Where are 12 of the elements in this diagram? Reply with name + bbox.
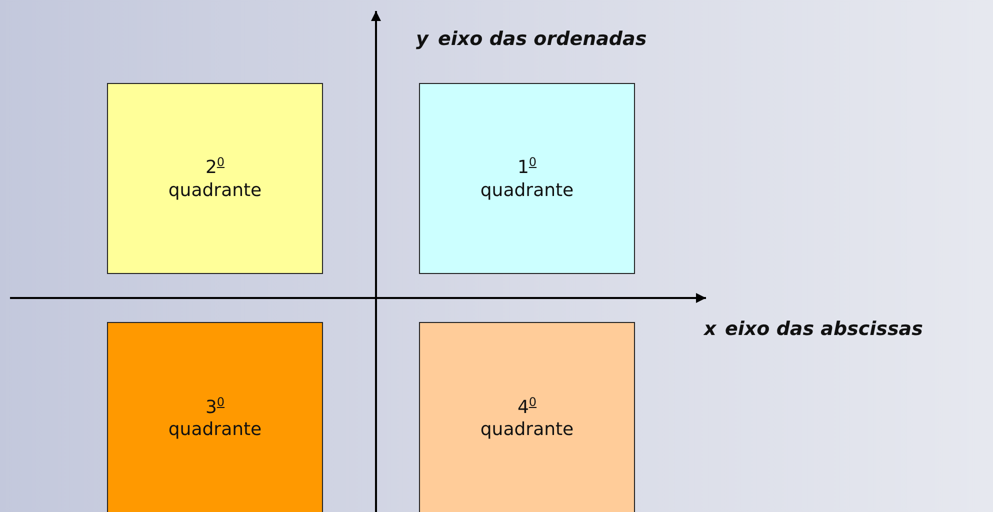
axis-letter: y	[416, 28, 428, 50]
quadrant-box	[419, 83, 635, 274]
quadrant-box	[107, 322, 323, 512]
quadrant-label: 3$^{0}$ quadrante	[168, 394, 262, 442]
axis-title: eixo das ordenadas	[438, 28, 647, 50]
quadrant-label: 1$^{0}$ quadrante	[480, 155, 574, 202]
axis-title: eixo das abscissas	[725, 318, 923, 340]
quadrant-box	[107, 83, 323, 274]
quadrant-label: 2$^{0}$ quadrante	[168, 155, 262, 202]
quadrant-label: 4$^{0}$ quadrante	[480, 394, 574, 442]
axis-letter: x	[704, 318, 716, 340]
quadrant-box	[419, 322, 635, 512]
